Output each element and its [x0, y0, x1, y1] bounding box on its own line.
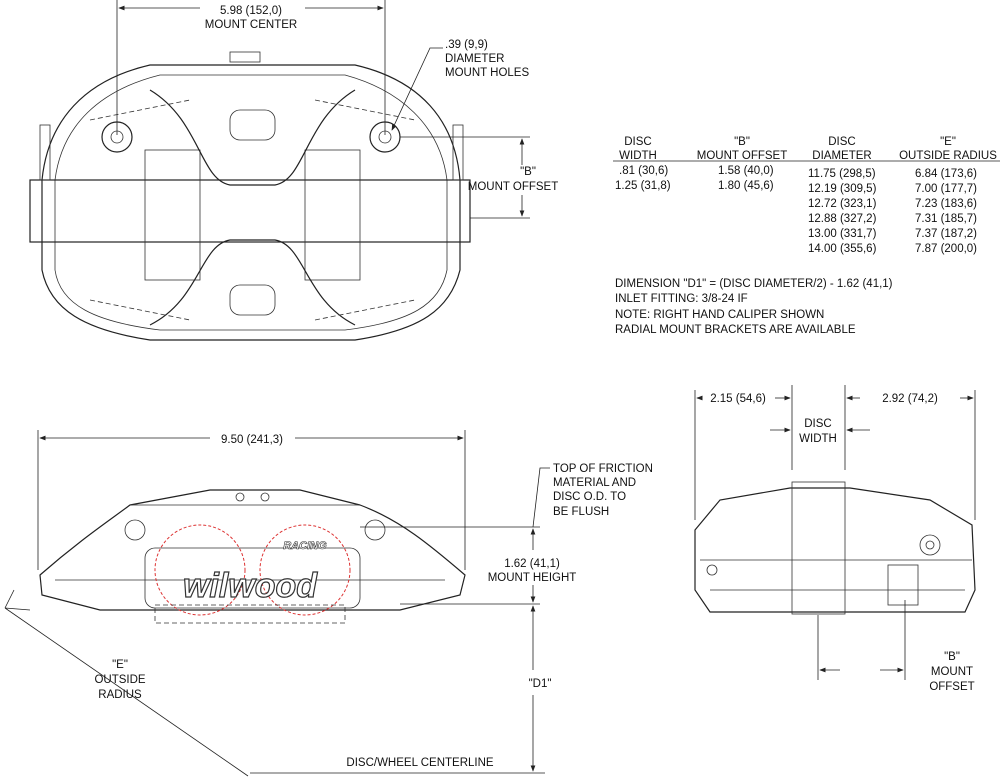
- table-cell: 1.80 (45,6): [718, 180, 774, 192]
- table-cell: 12.88 (327,2): [808, 213, 877, 225]
- mount-offset-label: MOUNT OFFSET: [468, 181, 559, 193]
- table-header: WIDTH: [619, 150, 657, 162]
- outside-radius-label: OUTSIDE: [94, 674, 145, 686]
- mount-height-label: MOUNT HEIGHT: [488, 572, 577, 584]
- mount-hole-label: DIAMETER: [445, 53, 504, 65]
- table-cell: 7.23 (183,6): [915, 198, 977, 210]
- table-cell: 13.00 (331,7): [808, 228, 877, 240]
- friction-note: DISC O.D. TO: [553, 491, 626, 503]
- table-cell: 1.25 (31,8): [615, 180, 671, 192]
- mount-hole-value: .39 (9,9): [445, 39, 488, 51]
- table-header: DISC: [624, 136, 651, 148]
- notes: DIMENSION "D1" = (DISC DIAMETER/2) - 1.6…: [615, 278, 893, 336]
- table-cell: .81 (30,6): [619, 165, 668, 177]
- centerline-label: DISC/WHEEL CENTERLINE: [346, 757, 494, 769]
- disc-width-label: DISC: [804, 418, 831, 430]
- note: DIMENSION "D1" = (DISC DIAMETER/2) - 1.6…: [615, 278, 893, 290]
- front-view: 9.50 (241,3) wilwood RACING TOP OF FRICT…: [4, 430, 653, 777]
- mount-center-value: 5.98 (152,0): [220, 5, 282, 17]
- mount-hole-label: MOUNT HOLES: [445, 67, 529, 79]
- side-mount-offset: OFFSET: [929, 681, 974, 693]
- table-cell: 6.84 (173,6): [915, 168, 977, 180]
- table-header: OUTSIDE RADIUS: [899, 150, 997, 162]
- mount-center-label: MOUNT CENTER: [205, 19, 297, 31]
- table-header: "E": [940, 136, 956, 148]
- table-cell: 11.75 (298,5): [808, 168, 876, 180]
- friction-note: MATERIAL AND: [553, 477, 636, 489]
- top-view: 5.98 (152,0) MOUNT CENTER .39 (9,9) DIAM…: [29, 0, 559, 341]
- racing-logo: RACING: [283, 540, 327, 552]
- table-cell: 12.72 (323,1): [808, 198, 877, 210]
- note: NOTE: RIGHT HAND CALIPER SHOWN: [615, 309, 824, 321]
- length-dim: 9.50 (241,3): [221, 434, 283, 446]
- table-cell: 1.58 (40,0): [718, 165, 774, 177]
- side-view: 2.15 (54,6) 2.92 (74,2) DISC WIDTH "B" M…: [694, 385, 976, 693]
- wilwood-logo: wilwood: [183, 567, 318, 605]
- table-header: DIAMETER: [812, 150, 871, 162]
- spec-table: DISC WIDTH "B" MOUNT OFFSET DISC DIAMETE…: [613, 136, 1000, 255]
- friction-note: TOP OF FRICTION: [553, 463, 653, 475]
- table-cell: 14.00 (355,6): [808, 243, 877, 255]
- table-cell: 7.31 (185,7): [915, 213, 977, 225]
- side-right-dim: 2.92 (74,2): [882, 393, 938, 405]
- outside-radius-label: "E": [112, 659, 128, 671]
- mount-offset-value: "B": [520, 166, 536, 178]
- table-header: DISC: [828, 136, 855, 148]
- outside-radius-label: RADIUS: [98, 689, 142, 701]
- table-header: MOUNT OFFSET: [697, 150, 788, 162]
- disc-width-label: WIDTH: [799, 433, 837, 445]
- table-header: "B": [734, 136, 750, 148]
- side-mount-offset: MOUNT: [931, 666, 973, 678]
- d1-label: "D1": [529, 678, 552, 690]
- friction-note: BE FLUSH: [553, 506, 609, 518]
- table-cell: 7.00 (177,7): [915, 183, 977, 195]
- table-cell: 7.37 (187,2): [915, 228, 977, 240]
- note: RADIAL MOUNT BRACKETS ARE AVAILABLE: [615, 324, 856, 336]
- side-left-dim: 2.15 (54,6): [710, 393, 766, 405]
- table-cell: 7.87 (200,0): [915, 243, 977, 255]
- table-cell: 12.19 (309,5): [808, 183, 877, 195]
- note: INLET FITTING: 3/8-24 IF: [615, 293, 748, 305]
- mount-height-value: 1.62 (41,1): [504, 558, 560, 570]
- side-mount-offset: "B": [944, 651, 960, 663]
